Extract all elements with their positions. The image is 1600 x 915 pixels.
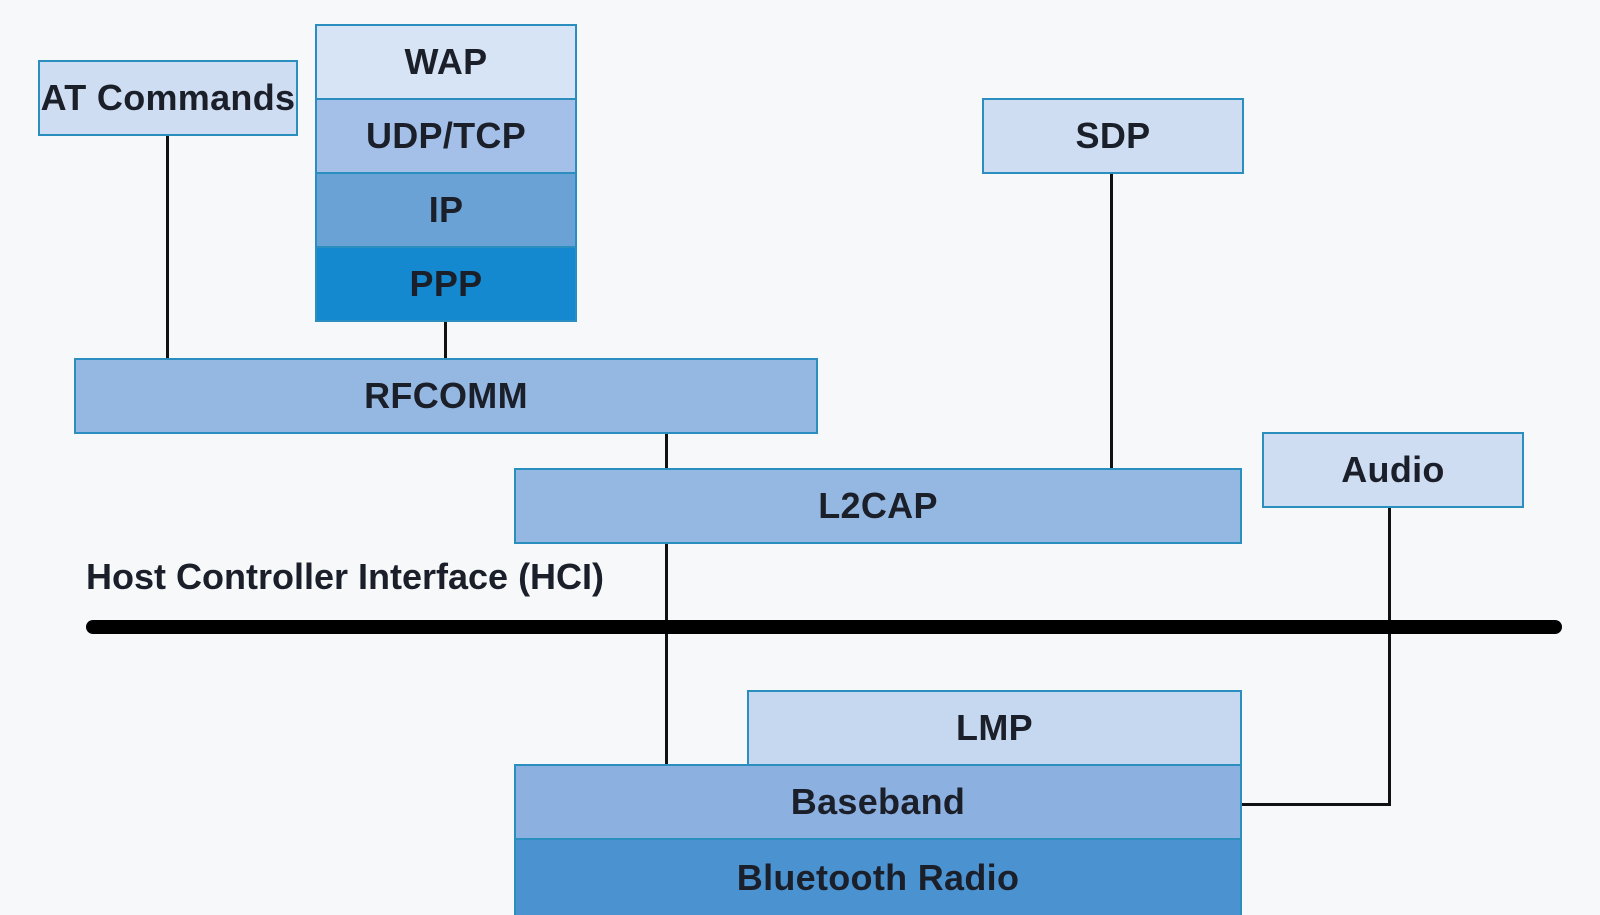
ppp-label: PPP <box>409 263 483 304</box>
rfcomm-label: RFCOMM <box>364 375 528 416</box>
ip-layer: IP <box>317 174 575 248</box>
bluetooth-radio-label: Bluetooth Radio <box>736 856 1020 898</box>
baseband-box: Baseband <box>514 764 1242 840</box>
sdp-label: SDP <box>1075 115 1151 156</box>
udp-tcp-layer: UDP/TCP <box>317 100 575 174</box>
hci-bus-line <box>86 620 1562 634</box>
at-commands-label: AT Commands <box>40 77 296 118</box>
line-sdp-to-l2cap <box>1110 174 1113 468</box>
ppp-layer: PPP <box>317 248 575 320</box>
l2cap-box: L2CAP <box>514 468 1242 544</box>
line-at-commands-to-rfcomm <box>166 134 169 360</box>
bluetooth-radio-box: Bluetooth Radio <box>514 838 1242 915</box>
line-audio-to-baseband <box>1242 803 1391 806</box>
line-audio-vertical <box>1388 506 1391 806</box>
hci-label: Host Controller Interface (HCI) <box>86 556 605 597</box>
udp-tcp-label: UDP/TCP <box>365 115 527 156</box>
sdp-box: SDP <box>982 98 1244 174</box>
line-rfcomm-to-l2cap <box>665 434 668 470</box>
lmp-box: LMP <box>747 690 1242 766</box>
wap-layer: WAP <box>317 26 575 100</box>
baseband-label: Baseband <box>790 781 966 822</box>
audio-label: Audio <box>1341 449 1445 490</box>
rfcomm-box: RFCOMM <box>74 358 818 434</box>
ip-label: IP <box>428 189 464 230</box>
audio-box: Audio <box>1262 432 1524 508</box>
wap-protocol-stack: WAP UDP/TCP IP PPP <box>315 24 577 322</box>
at-commands-box: AT Commands <box>38 60 298 136</box>
line-l2cap-to-baseband <box>665 542 668 764</box>
lmp-label: LMP <box>956 707 1033 748</box>
l2cap-label: L2CAP <box>818 485 938 526</box>
line-ppp-to-rfcomm <box>444 322 447 360</box>
wap-label: WAP <box>404 41 488 82</box>
